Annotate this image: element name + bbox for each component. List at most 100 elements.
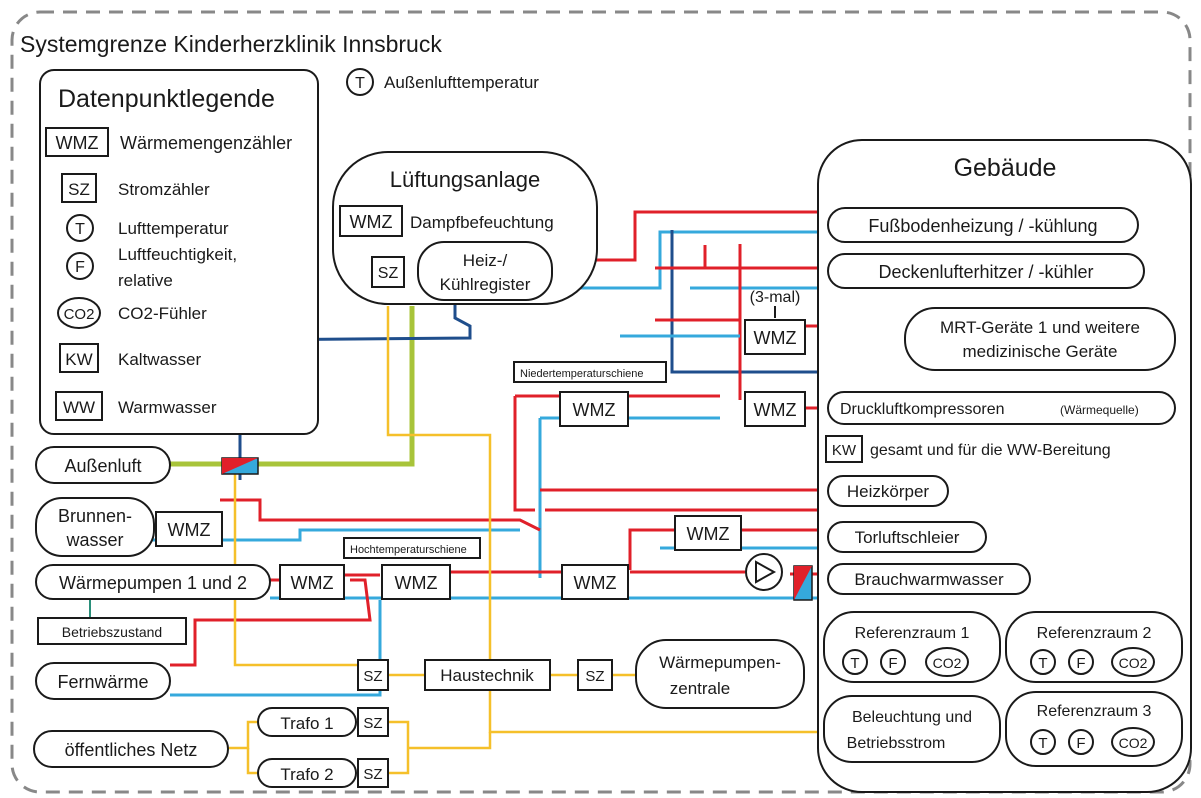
kw-code: KW [832,442,857,459]
well-water-box [35,497,155,557]
public-grid-label: öffentliches Netz [65,740,198,760]
legend-ww-code: WW [63,398,95,417]
heat-exchanger-air-icon [221,457,259,475]
ventilation-wmz-label: WMZ [350,212,393,232]
legend-t-code: T [75,221,85,238]
heat-pumps-box [35,564,271,600]
wmz-lowtemp-label: WMZ [573,400,616,420]
wmz-lowtemp [559,391,629,427]
wmz-mri [744,319,806,355]
outdoor-air-label: Außenluft [64,456,141,476]
outdoor-temp-sensor [346,68,374,96]
operating-state-label: Betriebszustand [62,624,162,640]
sz-trafo2 [357,758,389,788]
sz-hp-center [577,659,613,691]
register-label-2: Kühlregister [440,275,531,294]
ventilation-title: Lüftungsanlage [390,167,540,192]
wmz-hightemp [561,564,629,600]
sz-heat-pumps-label: SZ [363,668,382,685]
system-boundary-title: Systemgrenze Kinderherzklinik Innsbruck [20,31,442,57]
ref-room-3-label: Referenzraum 3 [1037,703,1152,720]
trafo2-box [257,758,357,788]
legend-wmz-code: WMZ [56,133,99,153]
low-temp-rail-red [513,396,535,512]
grid-to-trafo2 [246,748,258,775]
well-blue [150,528,520,542]
district-heat-red [170,578,372,667]
legend-kw-label: Kaltwasser [118,350,201,369]
compressor-box [827,391,1176,425]
building-services-box [424,659,551,691]
ref-room-2-t: T [1038,655,1047,672]
building-services-label: Haustechnik [440,666,534,685]
legend-f-circle [66,252,94,280]
dhw-box [827,563,1031,595]
trafo2-label: Trafo 2 [280,765,333,784]
air-curtain-box [827,521,987,553]
lighting-box [823,695,1001,763]
lighting-label-1: Beleuchtung und [852,709,972,726]
ref-room-3-co2: CO2 [1119,735,1148,751]
radiator-box [827,475,949,507]
legend-wmz-label: Wärmemengenzähler [120,133,292,153]
dhw-label: Brauchwarmwasser [854,570,1004,589]
wmz-well [155,511,223,547]
wmz-mri-label: WMZ [754,328,797,348]
ref-room-3-t: T [1038,735,1047,752]
wmz-hightemp-label: WMZ [574,573,617,593]
heat-exchanger-dhw-icon [793,565,813,601]
wmz-air-curtain-label: WMZ [687,524,730,544]
ceiling-heater-box [827,253,1145,289]
ceiling-heater-label: Deckenlufterhitzer / -kühler [878,262,1093,282]
legend-co2-code: CO2 [64,306,95,323]
building: Gebäude Fußbodenheizung / -kühlung Decke… [817,139,1192,793]
ref-room-1-co2: CO2 [933,655,962,671]
lighting-label-2: Betriebsstrom [847,735,946,752]
ventilation-unit: Lüftungsanlage WMZ Dampfbefeuchtung SZ H… [332,151,598,305]
kw-label: gesamt und für die WW-Bereitung [870,442,1111,459]
legend-ww-symbol [55,391,103,421]
compressor-label: Druckluftkompressoren [840,401,1005,418]
humidification-label: Dampfbefeuchtung [410,213,554,232]
legend-t-circle [66,214,94,242]
wmz-well-label: WMZ [168,520,211,540]
legend-title: Datenpunktlegende [58,85,275,113]
legend-co2-label: CO2-Fühler [118,304,207,323]
air-curtain-label: Torluftschleier [855,528,960,547]
wmz-hp-label: WMZ [291,573,334,593]
hp-center-box [635,639,805,709]
legend-f-label2: relative [118,271,173,290]
well-water-label-2: wasser [65,530,123,550]
ref-room-2-f: F [1076,655,1085,672]
low-temp-rail-label: Niedertemperaturschiene [520,368,644,380]
high-temp-rail-tag [343,537,481,559]
district-heat-blue [170,600,382,697]
sz-heat-pumps [357,659,389,691]
well-water-label-1: Brunnen- [58,506,132,526]
ref-room-2-box [1005,611,1183,683]
public-grid-box [33,730,229,768]
ref-room-1-label: Referenzraum 1 [855,625,970,642]
legend-kw-code: KW [65,350,92,369]
legend-wmz-symbol [45,127,109,157]
trafo1-box [257,707,357,737]
ref-room-2-label: Referenzraum 2 [1037,625,1152,642]
ref-room-1-t: T [850,655,859,672]
legend-f-label: Luftfeuchtigkeit, [118,245,237,264]
wmz-compressor [744,391,806,427]
ventilation-sz-label: SZ [378,265,399,282]
outdoor-temp-code: T [355,75,365,92]
low-temp-rail-tag [513,361,667,383]
ventilation-wmz [339,205,403,237]
electrical-nodes: SZ Haustechnik SZ Wärmepumpen- zentrale [357,639,805,709]
kw-symbol [825,435,863,463]
heat-meters: (3-mal) WMZ WMZ WMZ WMZ WMZ WMZ WMZ WMZ [155,289,806,600]
legend-co2-circle [57,297,101,329]
wmz-air-curtain [674,515,742,551]
times3-label: (3-mal) [750,289,801,306]
legend-t-label: Lufttemperatur [118,219,229,238]
ref-room-2-co2: CO2 [1119,655,1148,671]
heat-pumps-label: Wärmepumpen 1 und 2 [59,573,247,593]
wmz-district-label: WMZ [395,573,438,593]
